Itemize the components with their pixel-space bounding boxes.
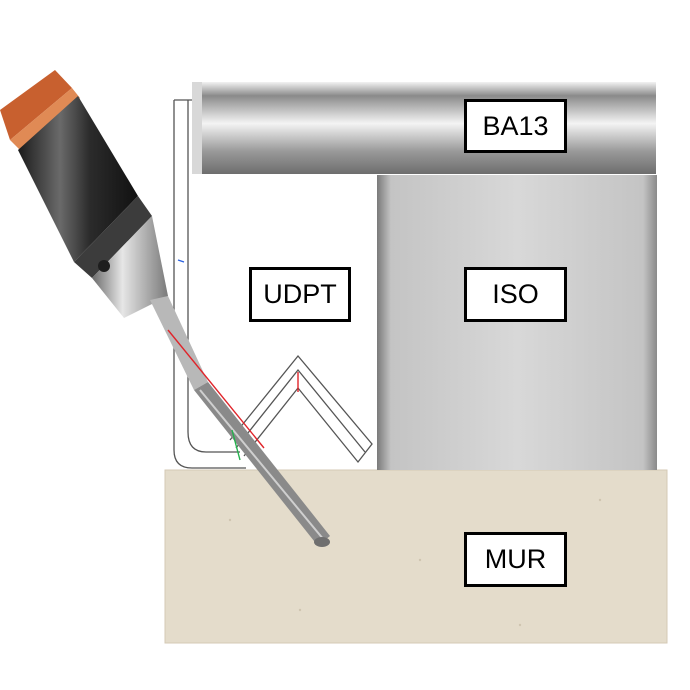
label-iso: ISO	[464, 267, 567, 322]
axis-marks	[167, 259, 299, 461]
wall	[164, 469, 668, 644]
plasterboard	[192, 82, 656, 174]
frame-profile	[173, 99, 373, 469]
label-mur: MUR	[464, 532, 567, 587]
insulation-panel	[377, 175, 657, 470]
label-ba13: BA13	[464, 99, 567, 153]
label-udpt: UDPT	[249, 267, 351, 322]
